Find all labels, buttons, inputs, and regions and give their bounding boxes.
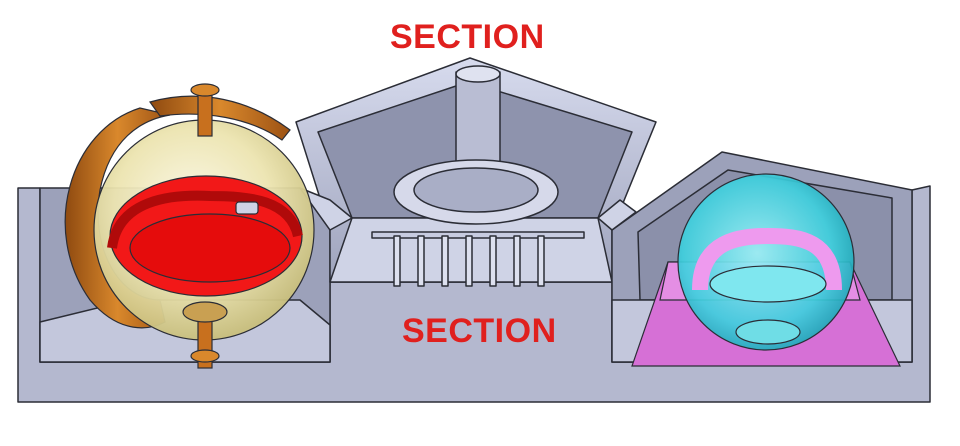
center-tube-top	[455, 65, 501, 83]
cyan-core	[709, 265, 827, 303]
right-sphere-assembly	[631, 173, 901, 367]
fin-bar	[371, 231, 585, 239]
pink-coil	[692, 227, 842, 291]
right-gusset	[597, 199, 637, 231]
bottom-pin-cap	[190, 349, 220, 363]
insert-highlight	[235, 201, 259, 215]
cyan-bottom-pad	[735, 319, 801, 345]
cyan-sphere	[677, 173, 855, 351]
top-pin-cap	[190, 83, 220, 97]
center-ring-inner	[413, 167, 539, 213]
fin-teeth	[393, 235, 545, 287]
left-gimbal-assembly	[64, 83, 315, 369]
section-label-top: SECTION	[390, 18, 545, 56]
red-insert-face	[129, 213, 291, 283]
left-gusset	[299, 187, 353, 231]
red-insert-coil	[107, 190, 303, 249]
section-label-middle: SECTION	[402, 312, 557, 350]
bottom-pad	[182, 301, 228, 323]
